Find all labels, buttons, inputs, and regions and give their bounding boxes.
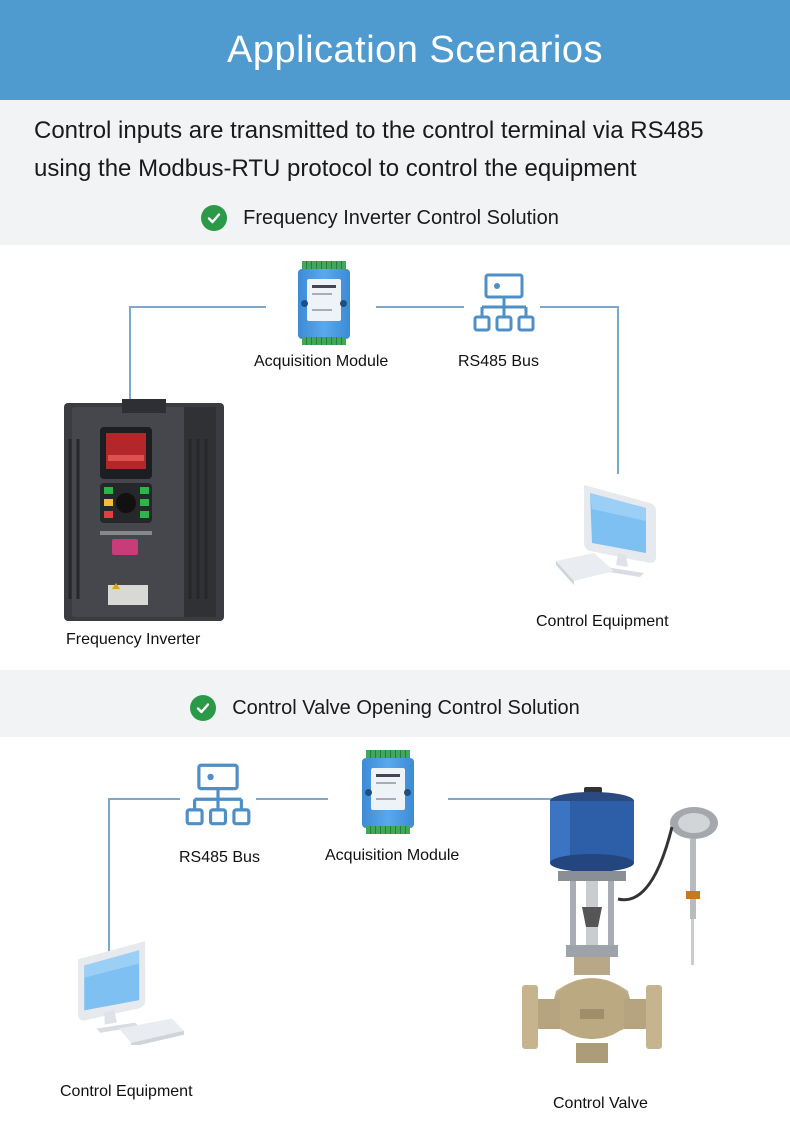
connector-line	[108, 798, 180, 800]
connector-line	[129, 306, 266, 308]
bus-label: RS485 Bus	[458, 353, 539, 370]
control-valve-label: Control Valve	[553, 1095, 648, 1112]
intro-text: Control inputs are transmitted to the co…	[34, 117, 704, 182]
connector-line	[540, 306, 618, 308]
module-label: Acquisition Module	[254, 353, 389, 370]
rs485-bus-icon	[185, 763, 251, 826]
page-title: Application Scenarios	[227, 28, 603, 71]
section2-diagram: RS485 Bus Acquisition Module Control Equ…	[0, 737, 790, 1124]
section2-title: Control Valve Opening Control Solution	[232, 696, 580, 719]
connector-line	[129, 306, 131, 401]
section1-diagram: Acquisition Module RS485 Bus	[0, 245, 790, 670]
bus-label: RS485 Bus	[179, 849, 260, 866]
connector-line	[448, 798, 558, 800]
connector-line	[617, 306, 619, 474]
acquisition-module-icon	[296, 261, 352, 345]
control-equipment-label: Control Equipment	[60, 1083, 193, 1100]
connector-line	[108, 798, 110, 996]
inverter-label: Frequency Inverter	[66, 631, 201, 648]
module-label: Acquisition Module	[325, 847, 460, 864]
frequency-inverter-image	[64, 399, 224, 621]
section2-title-bar: Control Valve Opening Control Solution	[0, 688, 790, 728]
acquisition-module-icon	[360, 750, 416, 834]
page-header: Application Scenarios	[0, 0, 790, 100]
connector-line	[376, 306, 464, 308]
control-valve-image	[522, 787, 718, 1063]
connector-line	[256, 798, 328, 800]
check-icon	[190, 695, 217, 721]
computer-icon	[78, 941, 184, 1045]
section1-title: Frequency Inverter Control Solution	[243, 206, 559, 229]
check-icon	[201, 205, 228, 231]
rs485-bus-icon	[473, 273, 535, 332]
section1-title-bar: Frequency Inverter Control Solution	[0, 198, 790, 238]
computer-icon	[556, 485, 656, 585]
control-equipment-label: Control Equipment	[536, 613, 669, 630]
